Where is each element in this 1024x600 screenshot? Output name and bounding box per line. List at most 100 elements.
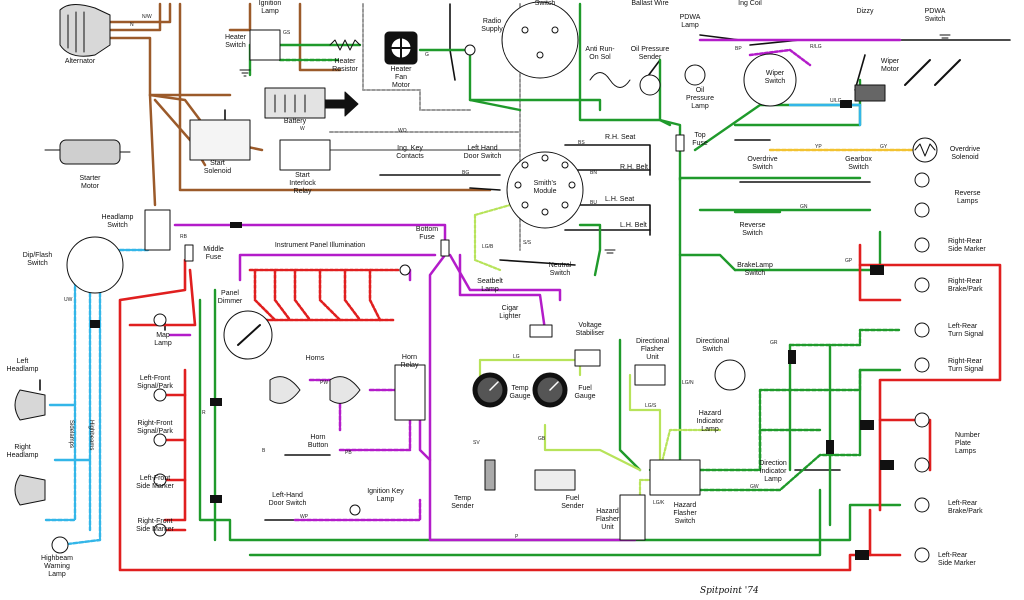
- wire-code: PW: [320, 380, 329, 386]
- connector-blobs: [90, 100, 894, 560]
- label-lr-brake-park: Left-Rear Brake/Park: [948, 500, 983, 515]
- label-oil-pressure-sender: Oil Pressure Sender: [630, 46, 670, 61]
- wire-code: R/LG: [810, 44, 822, 50]
- panel-dimmer-symbol: [223, 310, 273, 360]
- wire-code: RB: [180, 234, 187, 240]
- ignition-switch-symbol: [501, 1, 579, 79]
- wire-code: W: [300, 126, 305, 132]
- label-lr-turn-signal: Left-Rear Turn Signal: [948, 323, 984, 338]
- headlamp-switch-symbol: [144, 209, 171, 251]
- label-pdwa-lamp: PDWA Lamp: [679, 14, 701, 29]
- label-panel-dimmer: Panel Dimmer: [217, 290, 243, 305]
- wire-code: G: [425, 52, 429, 58]
- label-brakelamp-switch: BrakeLamp Switch: [737, 262, 773, 277]
- heater-switch-symbol: [249, 29, 281, 61]
- label-hazard-flasher-unit: Hazard Flasher Unit: [595, 508, 620, 531]
- label-sidelamps: Sidelamps: [68, 420, 74, 449]
- red-wires: [118, 243, 1002, 572]
- oil-pressure-symbol: [589, 64, 706, 96]
- label-fuel-sender: Fuel Sender: [561, 495, 584, 510]
- label-temp-gauge: Temp Gauge: [509, 385, 531, 400]
- label-highbeams: Highbeams: [88, 420, 94, 451]
- label-lr-side-marker: Left-Rear Side Marker: [938, 552, 976, 567]
- start-solenoid-symbol: [189, 119, 251, 161]
- wire-code: BU: [590, 200, 597, 206]
- wire-code: SV: [473, 440, 480, 446]
- cigar-lighter-symbol: [529, 324, 553, 338]
- label-start-interlock: Start Interlock Relay: [289, 172, 316, 195]
- label-heater-fan-motor: Heater Fan Motor: [390, 66, 412, 89]
- label-middle-fuse: Middle Fuse: [203, 246, 224, 261]
- label-dip-flash-switch: Dip/Flash Switch: [22, 252, 53, 267]
- label-map-lamp: Map Lamp: [154, 332, 172, 347]
- wire-code: PB: [345, 450, 352, 456]
- label-start-solenoid: Start Solenoid: [203, 160, 232, 175]
- overdrive-solenoid-symbol: [912, 137, 938, 163]
- label-ing-key-contacts: Ing. Key Contacts: [396, 145, 424, 160]
- fuse-symbols: [184, 134, 685, 262]
- purple-wires: [168, 38, 902, 542]
- label-hazard-indicator-lamp: Hazard Indicator Lamp: [696, 410, 724, 433]
- dip-flash-symbol: [66, 236, 124, 294]
- lamp-symbols: [51, 44, 930, 563]
- start-interlock-symbol: [279, 139, 331, 171]
- label-left-headlamp: Left Headlamp: [6, 358, 39, 373]
- heater-resistor-symbol: [329, 39, 361, 51]
- wire-code: GB: [538, 436, 546, 442]
- label-starter-motor: Starter Motor: [79, 175, 101, 190]
- label-directional-switch: Directional Switch: [695, 338, 730, 353]
- wire-code: P: [515, 534, 519, 540]
- wire-code: N/W: [142, 14, 152, 20]
- label-headlamp-switch: Headlamp Switch: [101, 214, 134, 229]
- label-horn-button: Horn Button: [307, 434, 329, 449]
- wire-code: GS: [283, 30, 291, 36]
- label-rf-signal-park: Right-Front Signal/Park: [137, 420, 173, 435]
- label-overdrive-switch: Overdrive Switch: [747, 156, 778, 171]
- flasher-symbols: [619, 359, 746, 541]
- label-cigar-lighter: Cigar Lighter: [499, 305, 521, 320]
- label-rf-side-marker: Right-Front Side Marker: [136, 518, 174, 533]
- label-heater-resistor: Heater Resistor: [332, 58, 358, 73]
- blue-wires: [43, 103, 862, 547]
- wire-code: GP: [845, 258, 853, 264]
- label-dizzy: Dizzy: [856, 8, 874, 15]
- label-anti-run-on: Anti Run- On Sol: [585, 46, 615, 61]
- label-alternator: Alternator: [64, 58, 96, 65]
- label-horns: Horns: [305, 355, 325, 362]
- wire-code: S/S: [523, 240, 532, 246]
- label-pdwa-switch: PDWA Switch: [924, 8, 946, 23]
- wire-code: GN: [800, 204, 808, 210]
- label-neutral-switch: Neutral Switch: [548, 262, 572, 277]
- label-lh-door-switch: Left Hand Door Switch: [463, 145, 502, 160]
- label-ignition-lamp: Ignition Lamp: [258, 0, 282, 15]
- gray-wires: [329, 3, 521, 251]
- label-lh-door-switch-b: Left-Hand Door Switch: [268, 492, 307, 507]
- wiper-motor-symbol: [854, 59, 961, 102]
- label-lh-belt: L.H. Belt: [620, 222, 647, 229]
- wire-code: BS: [578, 140, 585, 146]
- label-wiper-switch: Wiper Switch: [764, 70, 786, 85]
- wire-code: BP: [735, 46, 742, 52]
- wire-code: BG: [462, 170, 470, 176]
- sender-symbols: [484, 459, 576, 491]
- label-temp-sender: Temp Sender: [451, 495, 474, 510]
- alternator-symbol: [59, 4, 111, 57]
- label-lh-seat: L.H. Seat: [605, 196, 635, 203]
- label-right-headlamp: Right Headlamp: [6, 444, 39, 459]
- label-smiths-module: Smith's Module: [533, 180, 557, 195]
- label-rr-side-marker: Right-Rear Side Marker: [948, 238, 986, 253]
- label-highbeam-warning: Highbeam Warning Lamp: [41, 555, 73, 578]
- wire-code: GW: [750, 484, 759, 490]
- wire-code: WP: [300, 514, 309, 520]
- wire-code: LG: [513, 354, 520, 360]
- label-reverse-lamps: Reverse Lamps: [954, 190, 981, 205]
- horn-symbols: [269, 376, 361, 404]
- label-reverse-switch: Reverse Switch: [739, 222, 766, 237]
- wire-code: LG/B: [482, 244, 494, 250]
- label-gearbox-switch: Gearbox Switch: [845, 156, 872, 171]
- label-heater-switch: Heater Switch: [224, 34, 246, 49]
- label-fuel-gauge: Fuel Gauge: [574, 385, 596, 400]
- wire-code: B: [262, 448, 266, 454]
